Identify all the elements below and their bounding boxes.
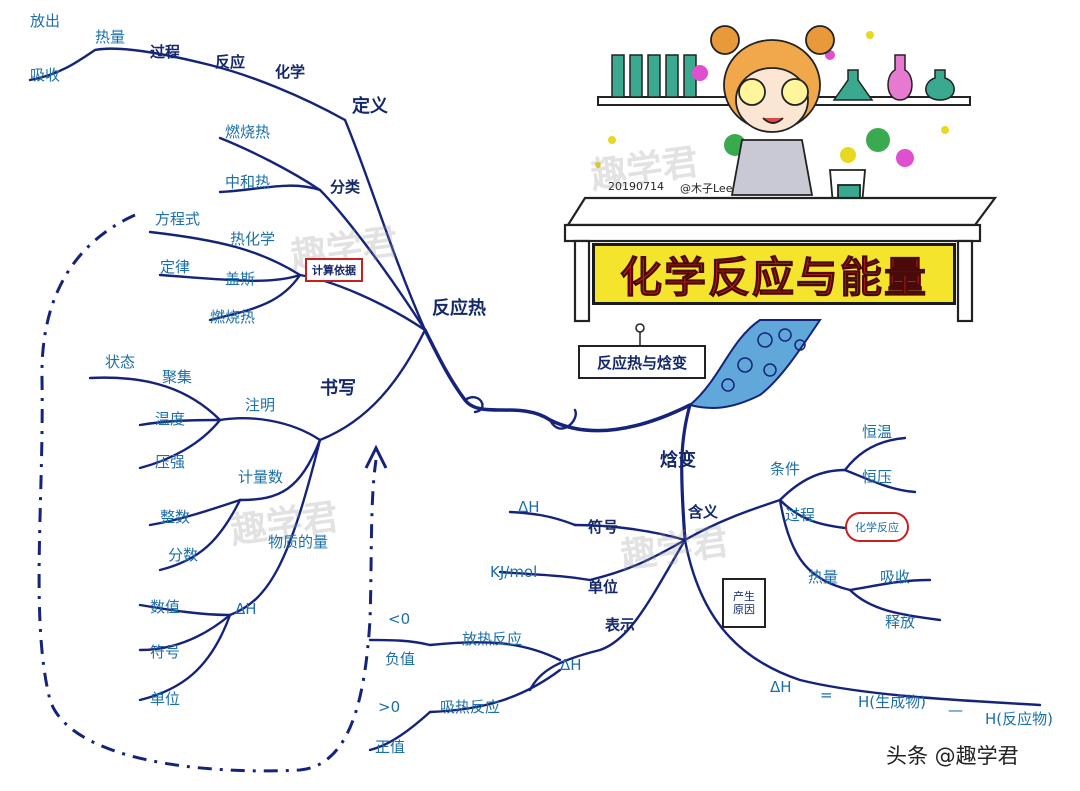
calc-basis-tag: 计算依据	[305, 258, 363, 282]
formula-part: H(生成物)	[858, 693, 926, 711]
definition-word: 放出	[30, 12, 61, 30]
node-enthalpy: 焓变	[660, 450, 696, 471]
definition-word: 吸收	[30, 66, 61, 84]
express-item: 正值	[375, 738, 406, 756]
meaning-item: 热量	[808, 568, 839, 586]
definition-word: 反应	[215, 53, 246, 71]
note-item: 温度	[155, 410, 186, 428]
express-item: >0	[378, 698, 401, 716]
express-dh: ΔH	[560, 656, 582, 674]
node-note: 注明	[245, 396, 276, 414]
class-item: 燃烧热	[225, 123, 271, 141]
note-item: 状态	[105, 353, 136, 371]
formula-part: H(反应物)	[985, 710, 1053, 728]
page-title: 化学反应与能量	[619, 252, 928, 302]
cause-note-card: 产生 原因	[722, 578, 766, 628]
note-line: 原因	[733, 603, 755, 616]
node-unit: 单位	[588, 578, 619, 596]
author-label: @木子Lee	[680, 182, 733, 195]
calc-item: 热化学	[230, 230, 276, 248]
meaning-item: 释放	[885, 613, 916, 631]
node-writing: 书写	[320, 378, 356, 399]
meaning-item: 过程	[785, 506, 816, 524]
coef-meaning: 物质的量	[268, 533, 329, 551]
meaning-item: 恒压	[862, 468, 893, 486]
note-item: 压强	[155, 453, 186, 471]
express-item: 负值	[385, 650, 416, 668]
chem-reaction-tag: 化学反应	[845, 512, 909, 542]
definition-word: 过程	[150, 43, 181, 61]
coef-item: 分数	[168, 546, 199, 564]
meaning-item: 吸收	[880, 568, 911, 586]
date-label: 20190714	[608, 180, 664, 193]
class-item: 中和热	[225, 173, 271, 191]
coef-item: 整数	[160, 508, 191, 526]
node-dh: ΔH	[235, 600, 257, 618]
node-symbol: 符号	[588, 518, 619, 536]
formula-part: =	[820, 686, 833, 704]
express-item: 放热反应	[462, 630, 523, 648]
meaning-item: 条件	[770, 460, 801, 478]
node-reaction-heat: 反应热	[432, 298, 486, 319]
node-meaning: 含义	[688, 503, 719, 521]
express-item: 吸热反应	[440, 698, 501, 716]
note-line: 产生	[733, 589, 755, 603]
subtitle-box: 反应热与焓变	[578, 345, 706, 379]
calc-item: 定律	[160, 258, 191, 276]
symbol-value: ΔH	[518, 498, 540, 516]
footer-watermark: 头条 @趣学君	[886, 744, 1019, 768]
formula-part: ΔH	[770, 678, 792, 696]
calc-item: 盖斯	[225, 270, 256, 288]
meaning-item: 恒温	[862, 423, 893, 441]
note-item: 聚集	[162, 368, 193, 386]
definition-word: 热量	[95, 28, 126, 46]
dh-item: 单位	[150, 690, 181, 708]
calc-item: 燃烧热	[210, 308, 256, 326]
calc-item: 方程式	[155, 210, 201, 228]
dh-item: 数值	[150, 598, 181, 616]
title-board: 化学反应与能量	[592, 243, 956, 305]
dh-item: 符号	[150, 643, 181, 661]
node-express: 表示	[605, 616, 636, 634]
express-item: <0	[388, 610, 411, 628]
definition-word: 化学	[275, 63, 306, 81]
unit-value: KJ/mol	[490, 563, 538, 581]
node-classification: 分类	[330, 178, 361, 196]
formula-part: —	[948, 701, 963, 719]
node-definition: 定义	[352, 96, 388, 117]
node-coefficient: 计量数	[238, 468, 284, 486]
